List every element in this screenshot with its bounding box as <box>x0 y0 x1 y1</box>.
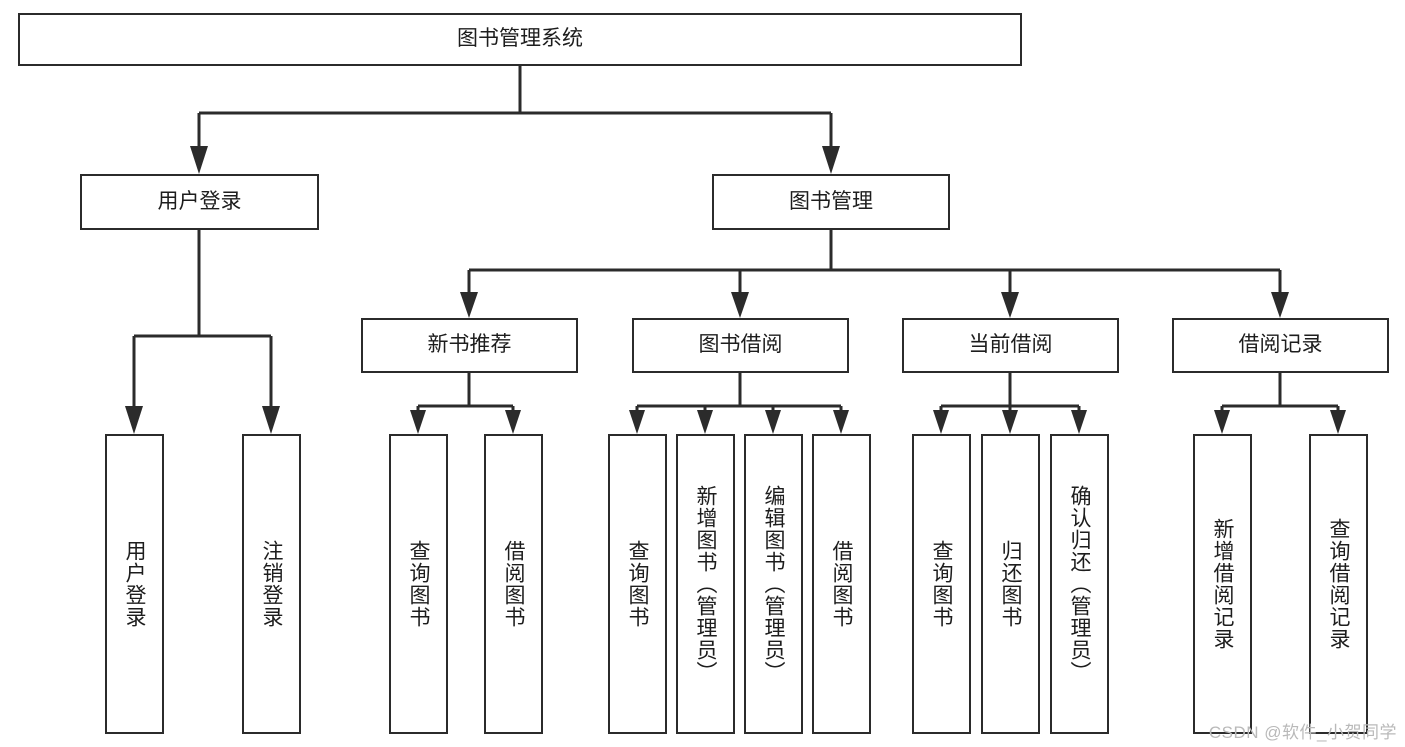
watermark: CSDN @软件_小贺同学 <box>1208 723 1397 742</box>
node-label: 图书借阅 <box>698 333 783 357</box>
node-label: 图书管理系统 <box>457 27 583 51</box>
leaf-current-return-book[interactable]: 归还图书 <box>981 434 1040 734</box>
node-book-management[interactable]: 图书管理 <box>712 174 950 230</box>
node-label: 查询图书 <box>407 540 430 628</box>
leaf-current-confirm-return[interactable]: 确认归还（管理员） <box>1050 434 1109 734</box>
node-label: 查询图书 <box>930 540 953 628</box>
node-label: 新增图书（管理员） <box>694 485 717 683</box>
leaf-current-query-book[interactable]: 查询图书 <box>912 434 971 734</box>
leaf-record-query-record[interactable]: 查询借阅记录 <box>1309 434 1368 734</box>
leaf-borrow-query-book[interactable]: 查询图书 <box>608 434 667 734</box>
node-root-system[interactable]: 图书管理系统 <box>18 13 1022 66</box>
node-label: 编辑图书（管理员） <box>762 485 785 683</box>
node-book-borrow[interactable]: 图书借阅 <box>632 318 849 373</box>
node-label: 新增借阅记录 <box>1211 518 1234 650</box>
leaf-borrow-add-book[interactable]: 新增图书（管理员） <box>676 434 735 734</box>
node-new-book-recommend[interactable]: 新书推荐 <box>361 318 578 373</box>
node-label: 图书管理 <box>789 189 873 213</box>
leaf-user-login-signout[interactable]: 注销登录 <box>242 434 301 734</box>
node-label: 归还图书 <box>999 540 1022 628</box>
node-label: 查询借阅记录 <box>1327 518 1350 650</box>
leaf-borrow-borrow-book[interactable]: 借阅图书 <box>812 434 871 734</box>
node-label: 确认归还（管理员） <box>1068 485 1091 683</box>
node-current-borrow[interactable]: 当前借阅 <box>902 318 1119 373</box>
node-user-login[interactable]: 用户登录 <box>80 174 319 230</box>
node-label: 借阅图书 <box>830 540 853 628</box>
node-label: 注销登录 <box>260 540 283 628</box>
node-borrow-record[interactable]: 借阅记录 <box>1172 318 1389 373</box>
node-label: 查询图书 <box>626 540 649 628</box>
node-label: 当前借阅 <box>968 333 1053 357</box>
leaf-user-login-signin[interactable]: 用户登录 <box>105 434 164 734</box>
node-label: 用户登录 <box>157 189 242 213</box>
leaf-recommend-borrow-book[interactable]: 借阅图书 <box>484 434 543 734</box>
node-label: 用户登录 <box>123 540 146 628</box>
leaf-borrow-edit-book[interactable]: 编辑图书（管理员） <box>744 434 803 734</box>
leaf-recommend-query-book[interactable]: 查询图书 <box>389 434 448 734</box>
node-label: 借阅图书 <box>502 540 525 628</box>
node-label: 借阅记录 <box>1238 333 1323 357</box>
node-label: 新书推荐 <box>427 333 512 357</box>
leaf-record-add-record[interactable]: 新增借阅记录 <box>1193 434 1252 734</box>
